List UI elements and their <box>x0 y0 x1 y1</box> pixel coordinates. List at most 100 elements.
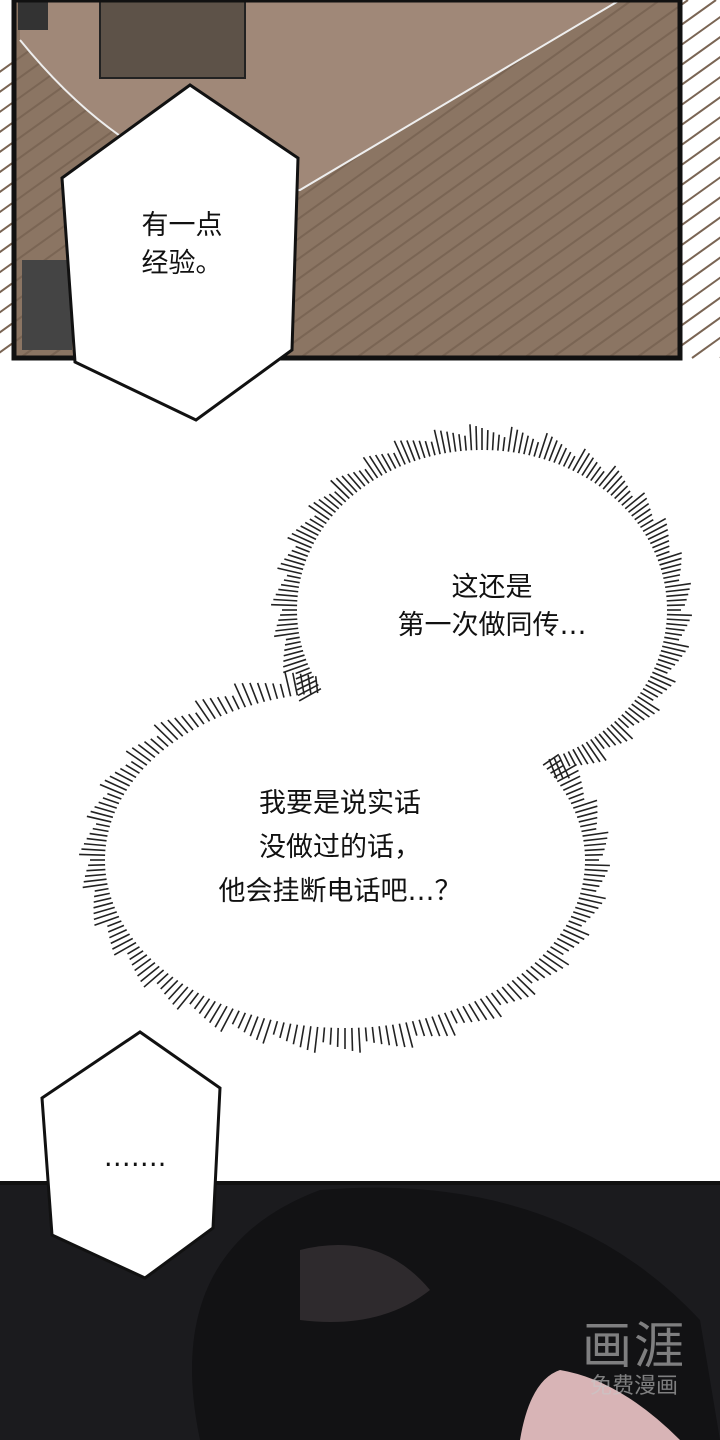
burst-line <box>553 941 570 952</box>
burst-line <box>617 490 631 503</box>
burst-line <box>662 645 686 653</box>
burst-line <box>594 736 605 750</box>
burst-line <box>299 1025 305 1048</box>
burst-line <box>174 717 189 734</box>
burst-line <box>562 451 572 467</box>
burst-line <box>292 1024 299 1045</box>
text-line: 这还是 <box>451 572 533 603</box>
burst-line <box>664 636 680 641</box>
burst-line <box>352 471 366 487</box>
burst-line <box>272 683 279 700</box>
burst-line <box>456 1008 466 1024</box>
burst-line <box>647 528 669 541</box>
burst-line <box>313 501 333 517</box>
burst-line <box>491 432 495 451</box>
burst-line <box>580 822 598 828</box>
burst-line <box>542 753 560 766</box>
burst-line <box>286 574 301 580</box>
burst-line <box>624 710 640 724</box>
burst-line <box>231 695 240 710</box>
burst-line <box>533 441 540 457</box>
burst-line <box>256 682 266 703</box>
watermark-title: 画涯 <box>582 1317 686 1375</box>
burst-line <box>398 1023 406 1048</box>
burst-line <box>283 579 300 584</box>
burst-line <box>452 432 457 452</box>
burst-line <box>193 995 205 1010</box>
burst-line <box>291 672 299 696</box>
burst-line <box>334 491 347 503</box>
burst-line <box>287 536 312 549</box>
burst-line <box>602 730 617 746</box>
burst-line <box>568 920 582 927</box>
burst-line <box>584 868 608 872</box>
burst-line <box>542 954 564 970</box>
burst-line <box>642 687 659 698</box>
burst-line <box>364 1027 368 1042</box>
burst-line <box>665 582 691 589</box>
burst-line <box>203 1000 216 1019</box>
burst-line <box>284 558 305 566</box>
burst-line <box>580 892 606 900</box>
burst-line <box>575 805 598 814</box>
burst-line <box>314 676 319 694</box>
burst-line <box>558 755 570 779</box>
burst-line <box>576 811 598 819</box>
burst-line <box>418 1019 426 1037</box>
burst-line <box>538 432 548 459</box>
speech-bubble-bottom <box>40 1030 222 1280</box>
burst-line <box>119 767 137 779</box>
burst-line <box>330 479 350 500</box>
burst-line <box>665 627 685 632</box>
burst-line <box>645 683 663 695</box>
burst-line <box>590 738 607 761</box>
burst-line <box>300 525 319 537</box>
burst-line <box>131 954 148 966</box>
burst-line <box>368 455 383 476</box>
burst-line <box>163 979 179 995</box>
burst-line <box>114 771 134 783</box>
burst-line <box>590 466 602 482</box>
burst-line <box>543 436 553 460</box>
burst-line <box>585 461 598 479</box>
burst-line <box>664 579 680 584</box>
burst-line <box>102 797 120 805</box>
burst-line <box>137 743 156 759</box>
burst-line <box>562 929 585 941</box>
burst-line <box>335 477 354 496</box>
burst-line <box>107 792 122 800</box>
burst-line <box>610 724 628 742</box>
burst-line <box>602 470 620 490</box>
burst-line <box>285 636 300 641</box>
burst-line <box>378 1026 383 1045</box>
burst-line <box>127 946 140 955</box>
burst-line <box>282 658 307 668</box>
burst-line <box>275 627 299 632</box>
burst-line <box>475 426 478 451</box>
burst-line <box>94 915 120 926</box>
speech-text-top: 有一点 经验。 <box>142 207 223 283</box>
burst-line <box>313 1026 319 1053</box>
burst-line <box>497 434 500 451</box>
burst-line <box>94 805 115 814</box>
burst-line <box>659 557 682 566</box>
burst-line <box>130 760 144 770</box>
burst-line <box>393 452 402 467</box>
burst-line <box>485 995 502 1018</box>
burst-line <box>104 779 128 791</box>
burst-line <box>584 873 606 877</box>
burst-line <box>188 713 200 728</box>
burst-line <box>279 1022 285 1039</box>
burst-line <box>584 848 605 852</box>
burst-line <box>424 1017 433 1037</box>
burst-line <box>640 518 654 529</box>
burst-line <box>406 440 416 462</box>
burst-line <box>362 456 379 479</box>
burst-line <box>424 440 431 457</box>
burst-line <box>364 468 374 482</box>
burst-line <box>430 441 436 456</box>
burst-line <box>255 1017 266 1041</box>
burst-line <box>506 983 523 1000</box>
burst-line <box>249 682 259 704</box>
burst-line <box>567 455 576 469</box>
